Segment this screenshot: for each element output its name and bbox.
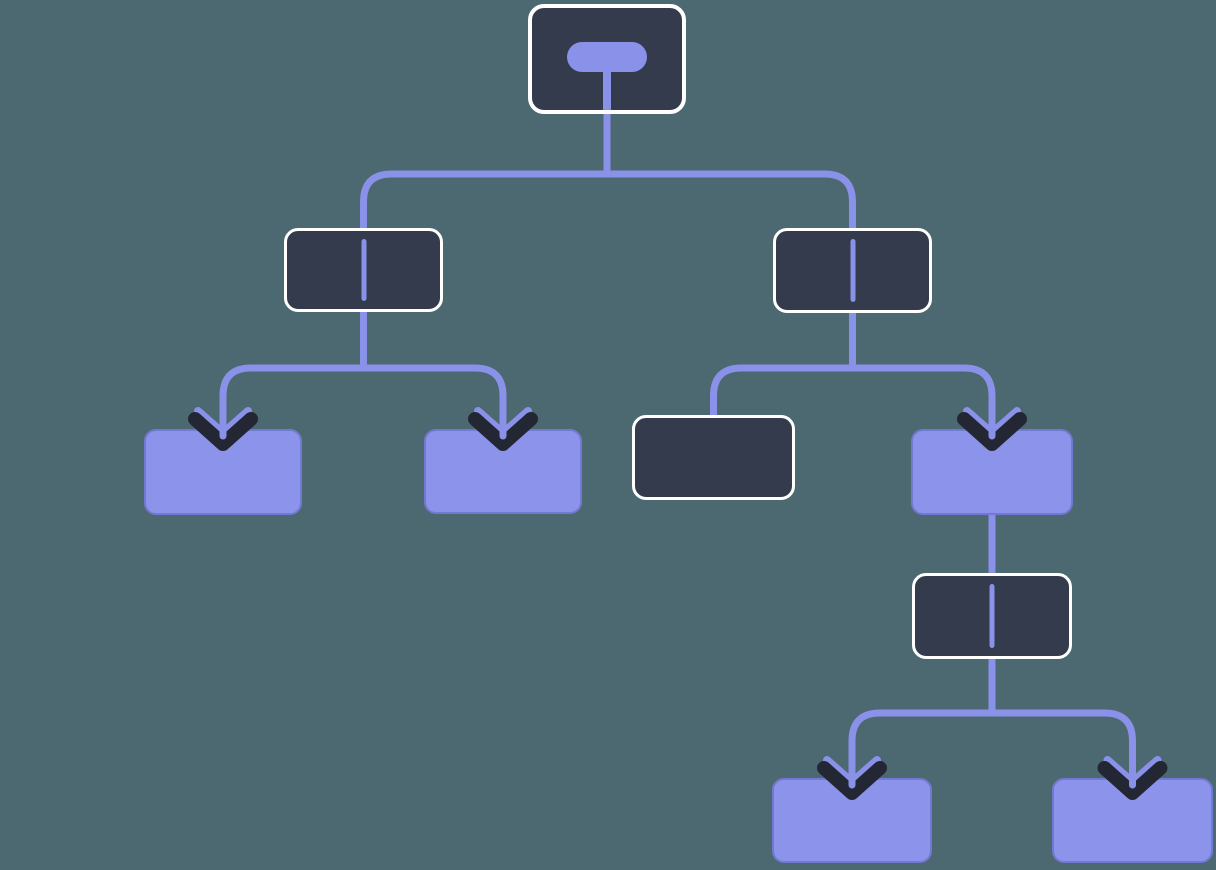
- node-node-plain[interactable]: [632, 415, 795, 500]
- collapsed-line-icon: [990, 584, 995, 648]
- node-leaf-5[interactable]: [1052, 778, 1213, 863]
- collapsed-line-icon: [361, 239, 366, 301]
- node-leaf-4[interactable]: [772, 778, 932, 863]
- node-leaf-2[interactable]: [424, 429, 582, 514]
- node-root[interactable]: [528, 4, 686, 114]
- collapse-pill-icon[interactable]: [567, 42, 647, 72]
- node-branch-right[interactable]: [773, 228, 932, 313]
- node-branch-left[interactable]: [284, 228, 443, 312]
- node-branch-bottom[interactable]: [912, 573, 1072, 659]
- node-leaf-1[interactable]: [144, 429, 302, 515]
- collapsed-line-icon: [850, 239, 855, 302]
- node-leaf-3[interactable]: [911, 429, 1073, 515]
